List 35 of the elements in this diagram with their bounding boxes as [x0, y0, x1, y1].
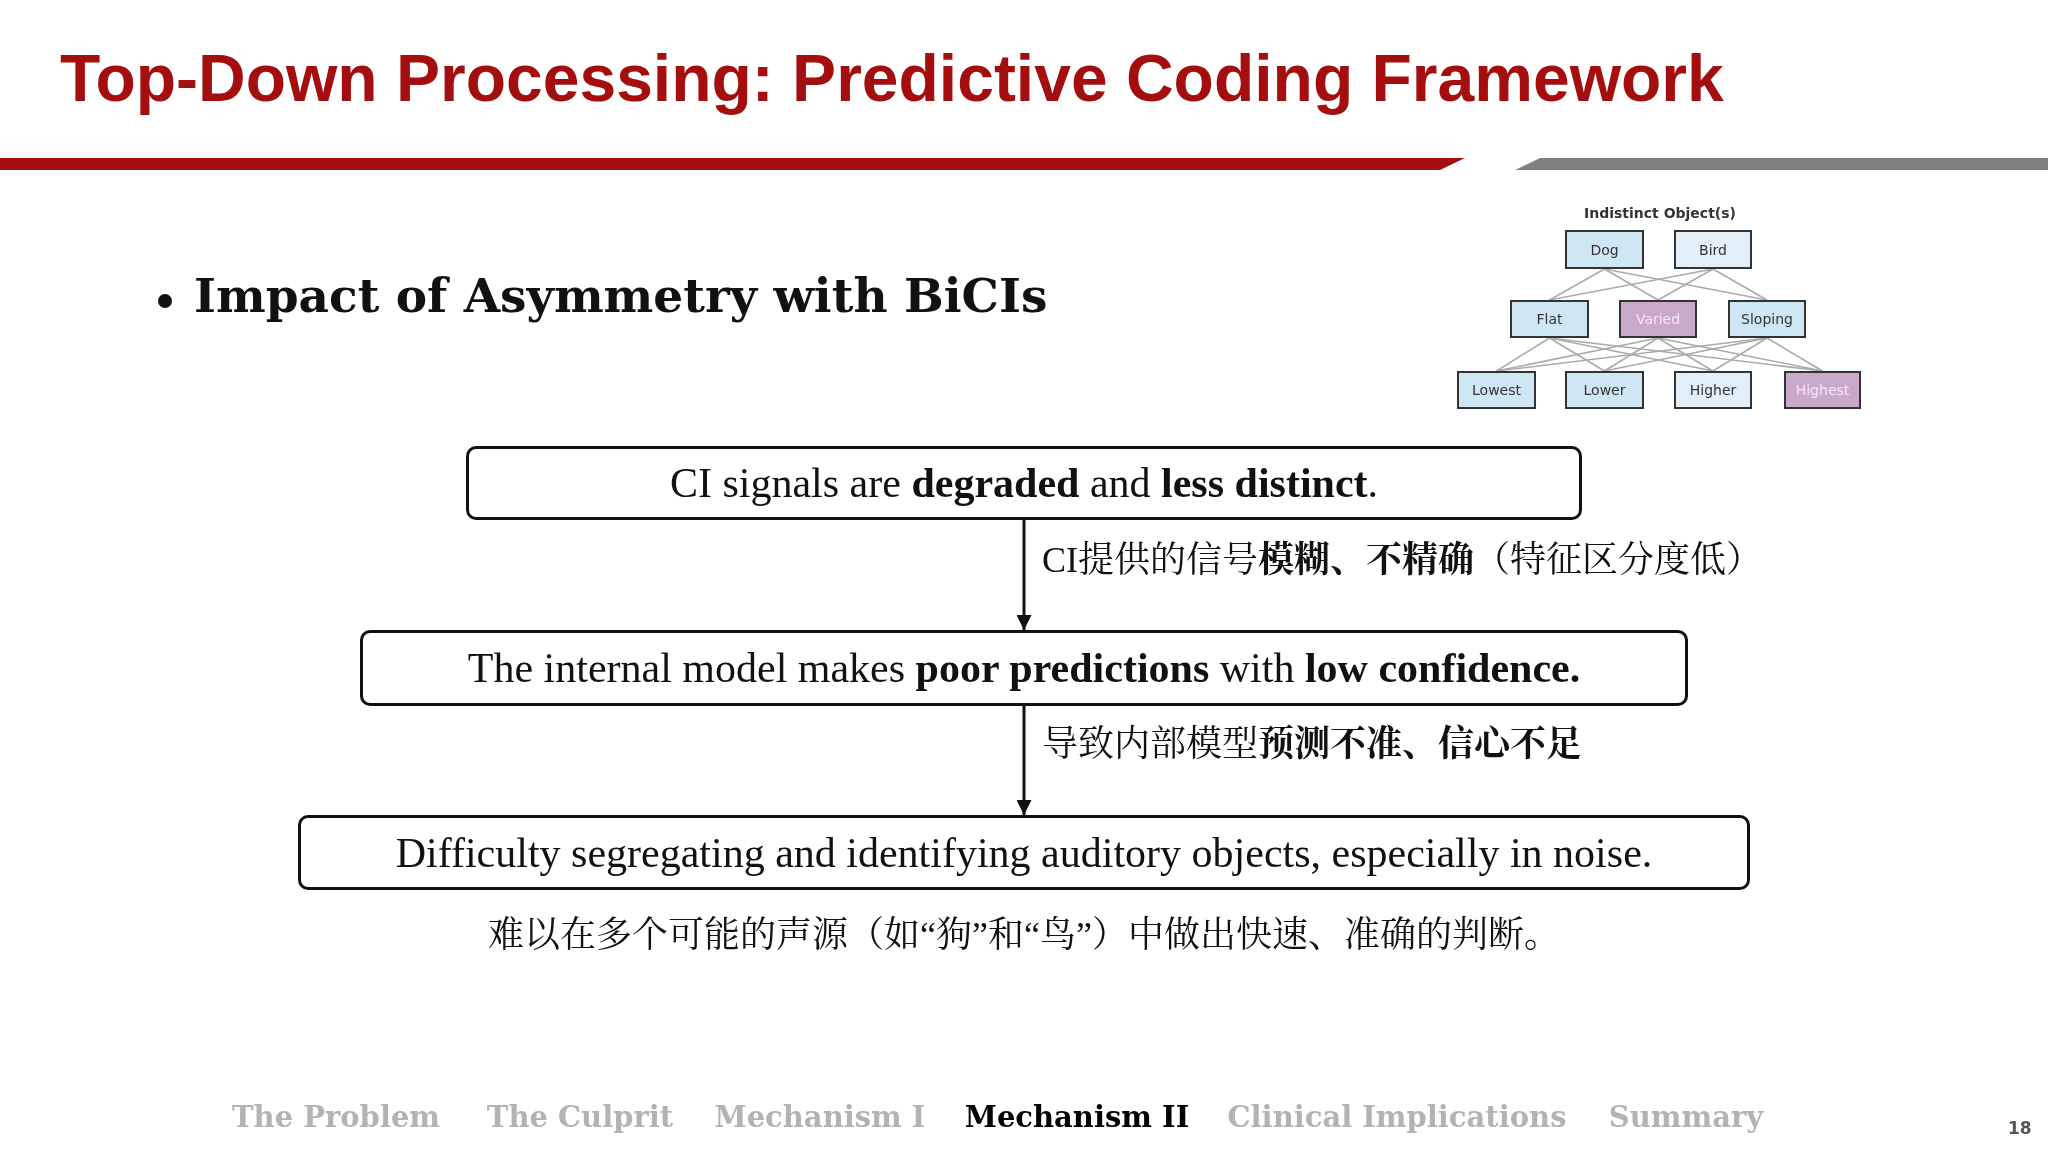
process-box: The internal model makes poor predictions with low confidence.: [360, 630, 1688, 706]
category-box: Dog: [1565, 230, 1644, 269]
category-box: Flat: [1510, 300, 1589, 338]
connector-line: [1603, 337, 1659, 372]
process-box: CI signals are degraded and less distinct.: [466, 446, 1582, 520]
page-number: 18: [2008, 1118, 2032, 1138]
category-box: Sloping: [1728, 300, 1806, 338]
connector-line: [1766, 337, 1824, 372]
connector-line: [1495, 337, 1551, 372]
category-box: Lowest: [1457, 371, 1536, 409]
connector-line: [1548, 268, 1606, 301]
connector-line: [1657, 268, 1714, 301]
category-box: Highest: [1784, 371, 1861, 409]
bullet-heading: Impact of Asymmetry with BiCIs: [194, 268, 1048, 323]
category-box: Higher: [1674, 371, 1752, 409]
category-box: Varied: [1619, 300, 1697, 338]
node-label: 难以在多个可能的声源（如“狗”和“鸟”）中做出快速、准确的判断。: [488, 914, 1560, 957]
nav-link: Clinical Implications: [1227, 1100, 1567, 1134]
process-box: Difficulty segregating and identifying auditory objects, especially in noise.: [298, 815, 1750, 890]
nav-link: The Culprit: [486, 1100, 674, 1134]
connector-line: [1603, 268, 1659, 301]
connector-line: [1712, 337, 1768, 372]
nav-link: Mechanism II: [964, 1100, 1190, 1134]
arrow: [1016, 520, 1032, 630]
nav-link: The Problem: [231, 1100, 441, 1134]
connector-line: [1712, 268, 1768, 301]
diagram-heading: Indistinct Object(s): [1584, 205, 1736, 221]
connector-line: [1548, 337, 1606, 372]
category-box: Bird: [1674, 230, 1752, 269]
nav-link: Mechanism I: [714, 1100, 926, 1134]
slide-title: Top-Down Processing: Predictive Coding Framework: [60, 40, 1724, 116]
connector-line: [1657, 337, 1714, 372]
category-box: Lower: [1565, 371, 1644, 409]
nav-link: Summary: [1608, 1100, 1764, 1134]
arrow: [1016, 706, 1032, 815]
